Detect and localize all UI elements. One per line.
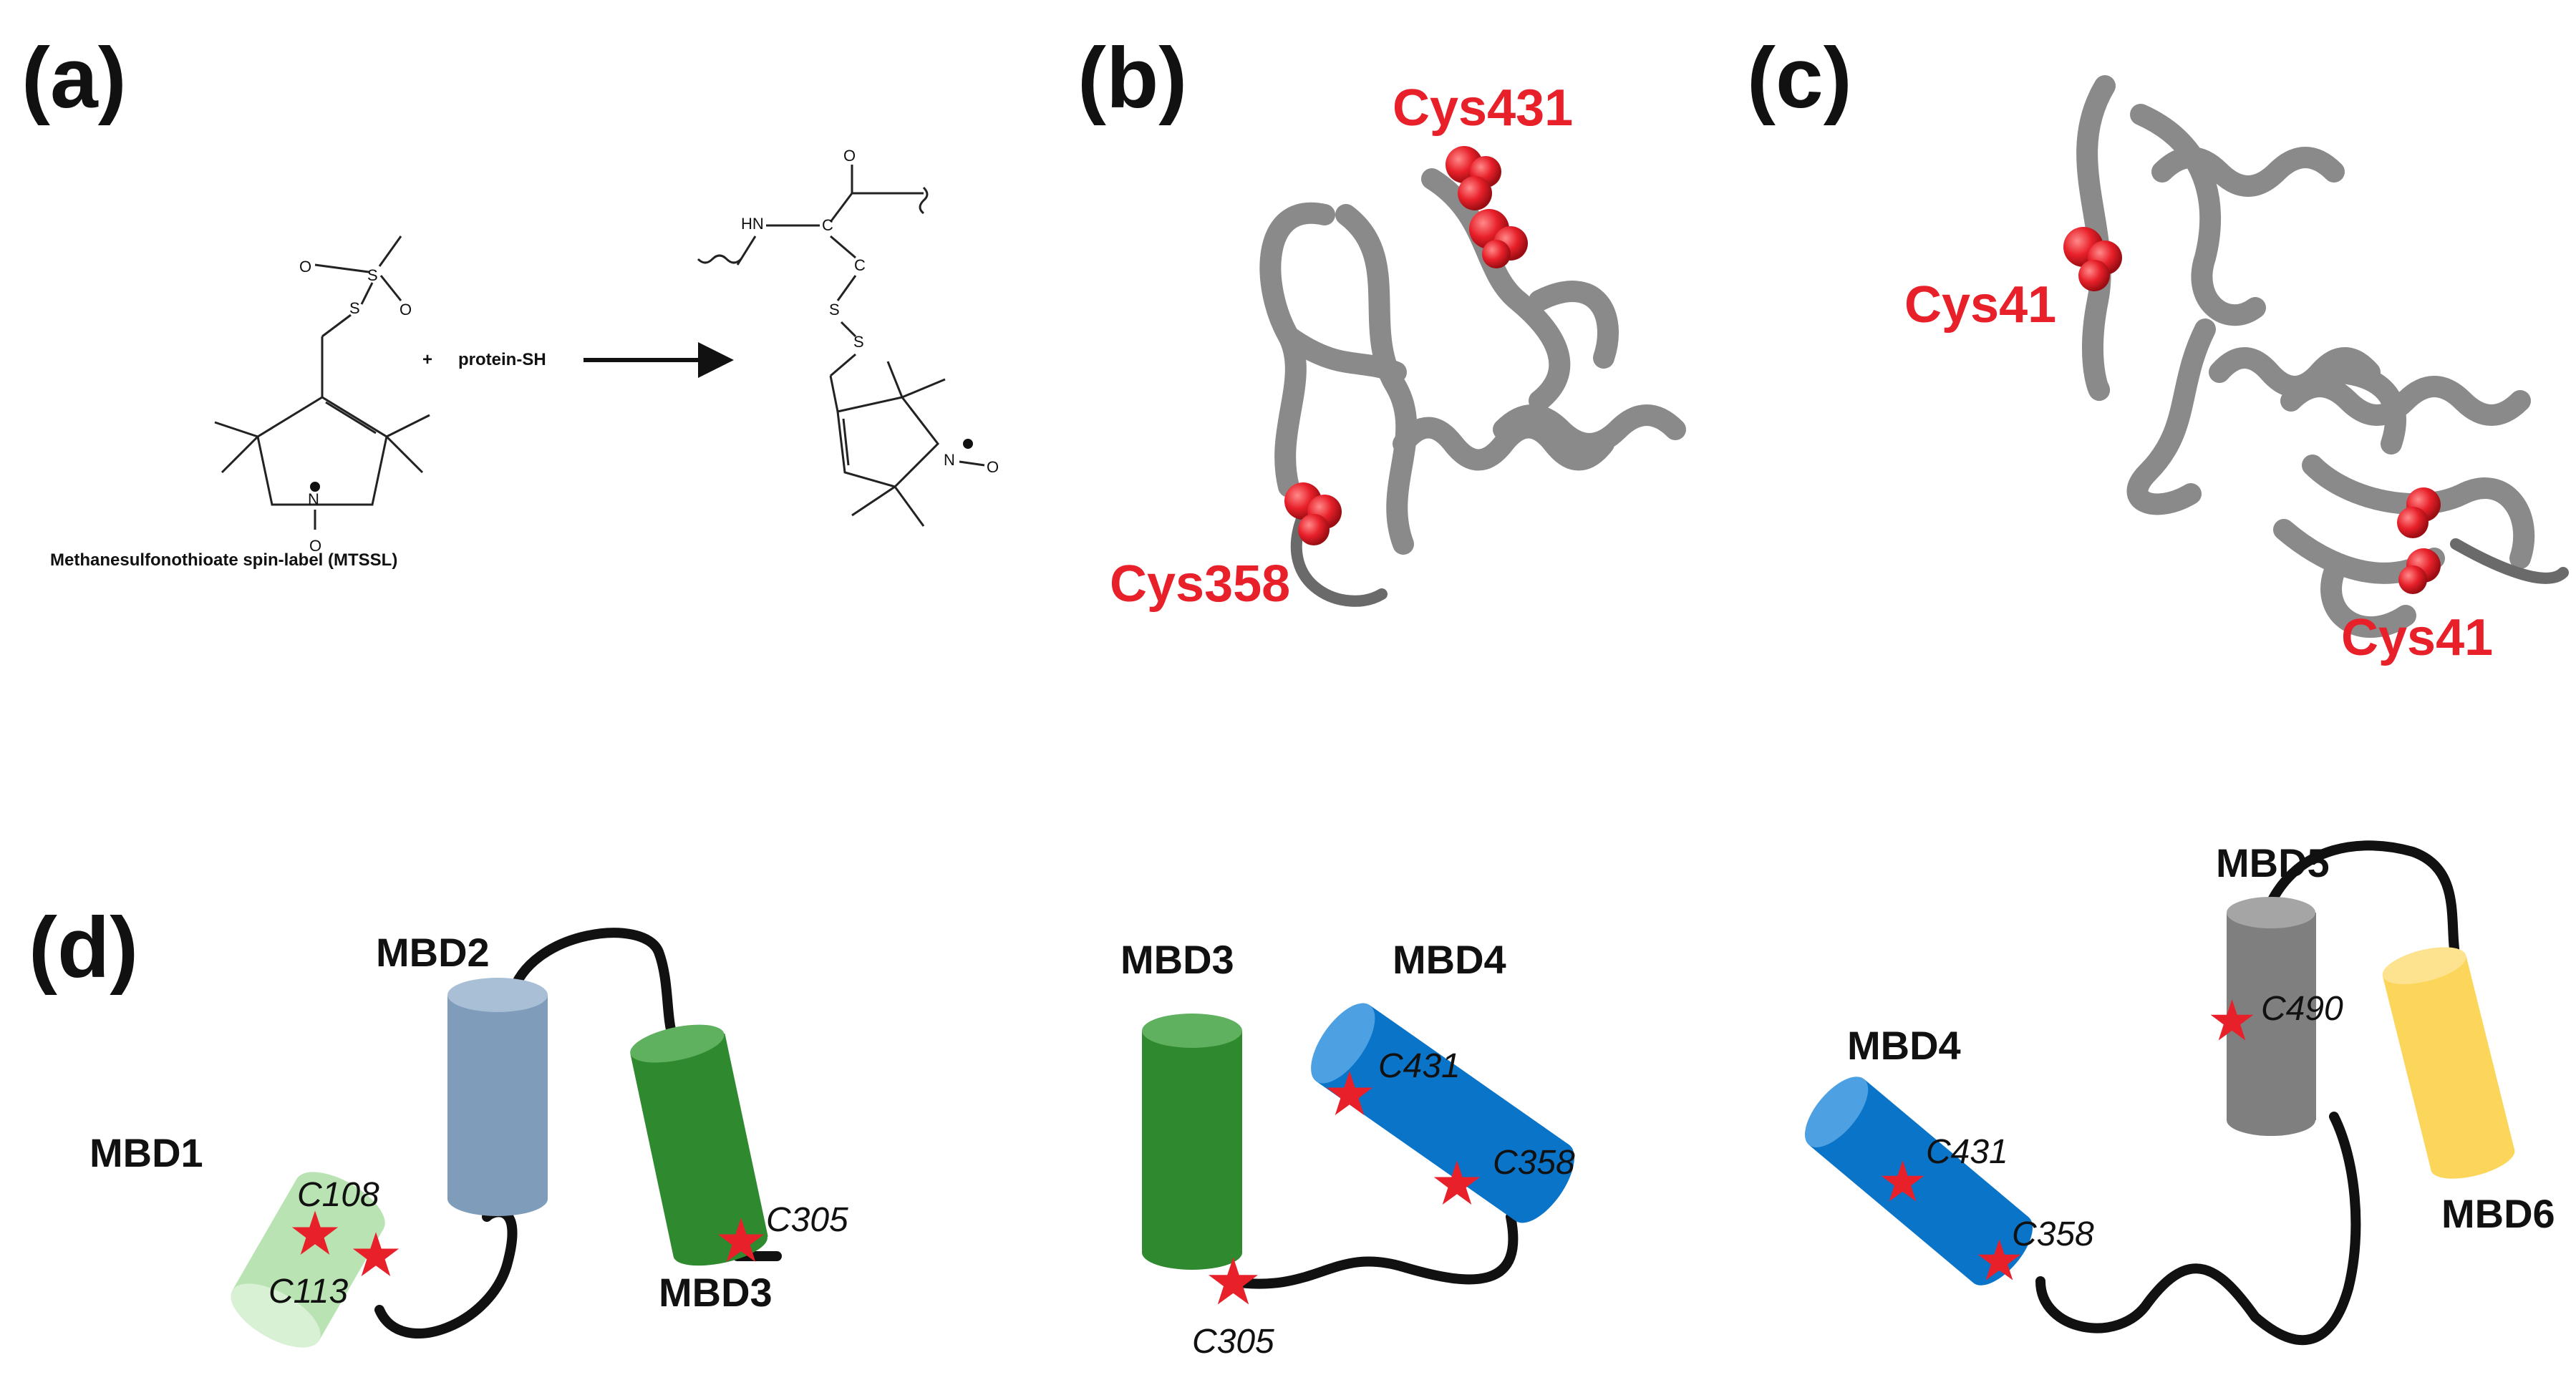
atom-s2: S — [367, 266, 378, 284]
linker-3-4 — [1223, 1212, 1519, 1289]
cys41-spheres-right — [2397, 487, 2441, 594]
cys358-label: Cys358 — [1110, 555, 1290, 613]
atom-s3: S — [829, 301, 840, 319]
atom-n: N — [308, 490, 319, 508]
mtssl-label: Methanesulfonothioate spin-label (MTSSL) — [50, 550, 397, 570]
cylinder-mbd3-b — [1142, 1014, 1242, 1270]
c431-label: C431 — [1378, 1047, 1461, 1085]
atom-c: C — [822, 216, 833, 234]
product-ring — [836, 396, 939, 488]
atom-s4: S — [853, 333, 864, 351]
protein-sh-label: protein-SH — [458, 350, 546, 369]
cylinder-mbd1 — [231, 1172, 385, 1348]
cys41-right-label: Cys41 — [2341, 609, 2493, 666]
double-bond — [325, 401, 377, 434]
mbd2-label: MBD2 — [376, 930, 490, 975]
product-structure: O C HN C S S N O — [697, 147, 999, 527]
atom-o4: O — [843, 147, 856, 165]
linker-1-2 — [374, 1207, 518, 1338]
panel-c-letter: (c) — [1747, 30, 1852, 126]
linker-2-3 — [507, 928, 678, 1043]
panel-a: (a) S S O O N O Methanesulfonothioate sp… — [21, 30, 999, 570]
atom-o5: O — [987, 458, 999, 476]
linker-4-5 — [2035, 1112, 2361, 1345]
atom-o: O — [299, 258, 311, 276]
panel-a-letter: (a) — [21, 30, 127, 126]
panel-b: (b) Cys431 Cys358 — [1078, 30, 1686, 613]
cys358-spheres — [1284, 482, 1342, 545]
c108-label: C108 — [297, 1176, 379, 1214]
reaction-arrow — [584, 342, 734, 378]
mbd4-label: MBD4 — [1393, 937, 1506, 982]
c113-label: C113 — [268, 1273, 348, 1311]
c431-label-c: C431 — [1926, 1133, 2008, 1171]
mbd1-label: MBD1 — [89, 1130, 203, 1175]
atom-o3: O — [309, 537, 321, 555]
cylinder-mbd4 — [1311, 1003, 1574, 1223]
c358-label-c: C358 — [2012, 1215, 2094, 1253]
linker-5-6 — [2265, 840, 2461, 964]
panel-b-letter: (b) — [1078, 30, 1187, 126]
plus-sign: + — [422, 350, 432, 369]
mbd5-label: MBD5 — [2216, 840, 2330, 885]
cys41-spheres-left — [2063, 227, 2122, 291]
c358-label: C358 — [1493, 1144, 1575, 1182]
panel-d: (d) MBD1 — [29, 840, 2555, 1361]
cylinder-mbd6 — [2382, 947, 2515, 1179]
atom-o2: O — [400, 301, 412, 319]
atom-c2: C — [854, 256, 866, 274]
mbd-group-3: MBD4 MBD5 MBD6 C431 C358 C490 — [1804, 840, 2555, 1345]
mbd3-label: MBD3 — [659, 1270, 773, 1315]
c305-label: C305 — [766, 1201, 848, 1239]
cys431-label: Cys431 — [1393, 79, 1573, 137]
wavy-bond-2 — [697, 254, 742, 264]
atom-hn: HN — [741, 215, 764, 233]
panel-d-letter: (d) — [29, 900, 138, 996]
cys41-left-label: Cys41 — [1904, 276, 2056, 334]
protein-ribbon-c — [2076, 75, 2569, 638]
mbd-group-1: MBD1 MBD2 MBD3 C108 C113 C305 — [89, 928, 848, 1348]
protein-ribbon-b — [1259, 168, 1686, 607]
cys431-spheres — [1446, 146, 1528, 268]
mbd-group-2: MBD3 MBD4 C431 C358 C305 — [1120, 937, 1575, 1361]
atom-n2: N — [944, 451, 955, 469]
atom-s: S — [349, 299, 360, 317]
cylinder-mbd3 — [630, 1024, 768, 1266]
mbd3-label-b: MBD3 — [1120, 937, 1234, 982]
c490-label: C490 — [2261, 990, 2343, 1028]
mbd6-label: MBD6 — [2441, 1191, 2555, 1236]
wavy-bond — [919, 186, 929, 215]
panel-c: (c) Cys41 Cys41 — [1747, 30, 2569, 666]
pyrroline-ring — [256, 396, 388, 506]
cylinder-mbd2 — [447, 978, 548, 1216]
mbd4-label-c: MBD4 — [1847, 1023, 1961, 1068]
mtssl-structure: S S O O N O — [214, 235, 430, 555]
c305-label-b: C305 — [1192, 1323, 1274, 1361]
